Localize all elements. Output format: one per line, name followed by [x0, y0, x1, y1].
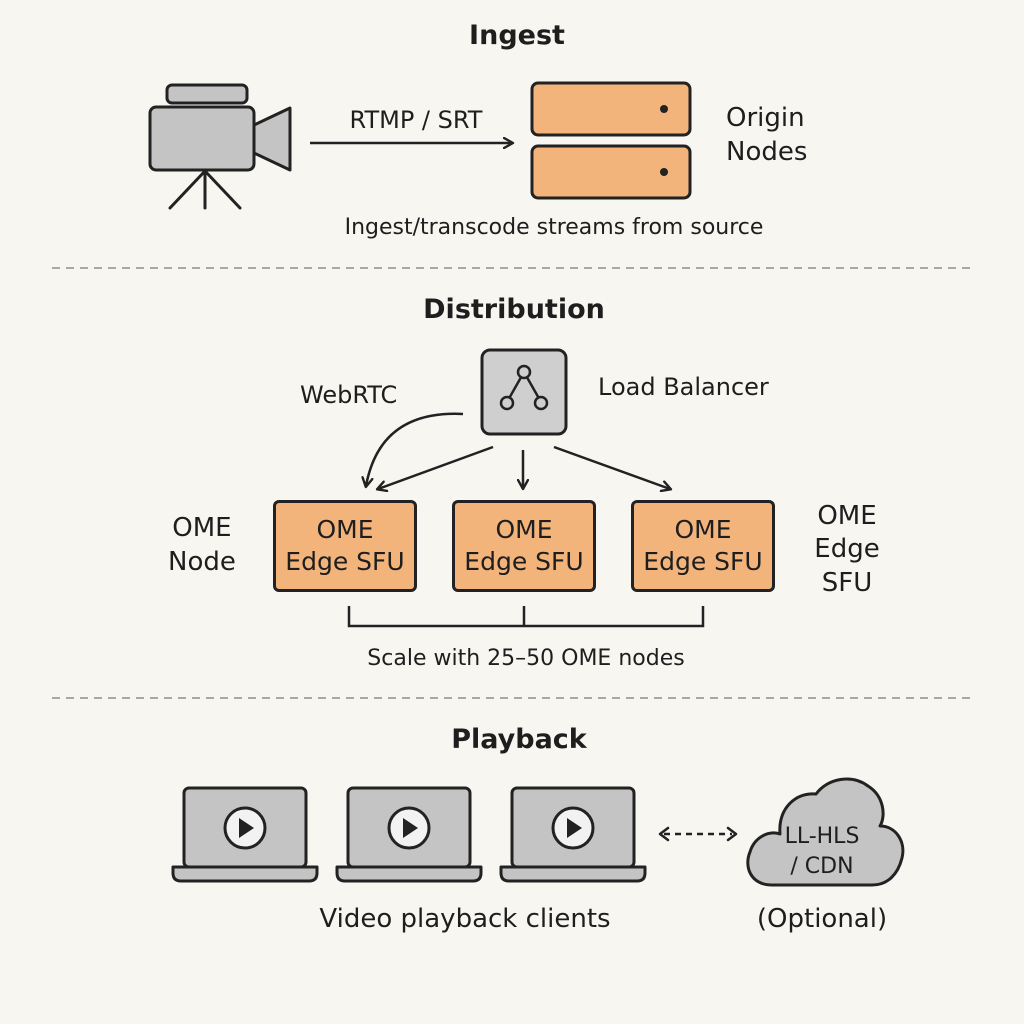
scale-bracket [347, 606, 705, 628]
edge-node-line2: Edge SFU [285, 547, 405, 576]
origin-nodes-label: Origin Nodes [726, 102, 807, 170]
edge-node-line2: Edge SFU [464, 547, 584, 576]
side-label-line1: OME [817, 501, 877, 531]
ome-node-line1: OME [172, 513, 232, 543]
clients-caption: Video playback clients [319, 904, 611, 934]
laptop-play-icon [335, 786, 483, 883]
lb-arrow-left [378, 445, 494, 489]
edge-node-line1: OME [495, 514, 553, 544]
cdn-line1: LL-HLS [784, 824, 860, 849]
ome-edge-sfu-node: OME Edge SFU [452, 500, 596, 592]
cdn-label: LL-HLS / CDN [785, 822, 860, 881]
arrowhead-right [726, 826, 738, 842]
edge-node-line2: Edge SFU [643, 547, 763, 576]
scale-caption: Scale with 25–50 OME nodes [367, 646, 685, 671]
cdn-line2: / CDN [790, 853, 854, 879]
laptop-play-icon [499, 786, 647, 883]
ome-edge-sfu-node: OME Edge SFU [273, 500, 417, 592]
origin-label-line2: Nodes [726, 136, 808, 167]
side-label-line3: SFU [821, 567, 873, 598]
load-balancer-label: Load Balancer [598, 373, 769, 401]
origin-label-line1: Origin [726, 103, 805, 133]
laptop-play-icon [171, 786, 319, 883]
ome-node-line2: Node [168, 546, 236, 577]
arrowhead-left [658, 826, 670, 842]
edge-node-line1: OME [674, 514, 732, 544]
video-camera-icon [148, 83, 292, 210]
section-title-ingest: Ingest [469, 20, 565, 51]
server-icon [530, 81, 692, 200]
load-balancer-icon [480, 348, 568, 436]
ome-edge-sfu-node: OME Edge SFU [631, 500, 775, 592]
section-title-distribution: Distribution [423, 294, 605, 325]
edge-node-line1: OME [316, 514, 374, 544]
section-title-playback: Playback [451, 724, 587, 755]
ingest-caption: Ingest/transcode streams from source [344, 215, 764, 240]
ome-edge-sfu-side-label: OME Edge SFU [814, 500, 879, 600]
ome-node-label: OME Node [168, 512, 236, 580]
cloud-icon [746, 777, 905, 887]
webrtc-arrow [366, 412, 464, 486]
side-label-line2: Edge [814, 534, 880, 565]
optional-label: (Optional) [756, 904, 888, 934]
webrtc-label: WebRTC [300, 381, 398, 409]
protocol-label: RTMP / SRT [349, 106, 483, 134]
lb-arrow-right [553, 445, 670, 489]
